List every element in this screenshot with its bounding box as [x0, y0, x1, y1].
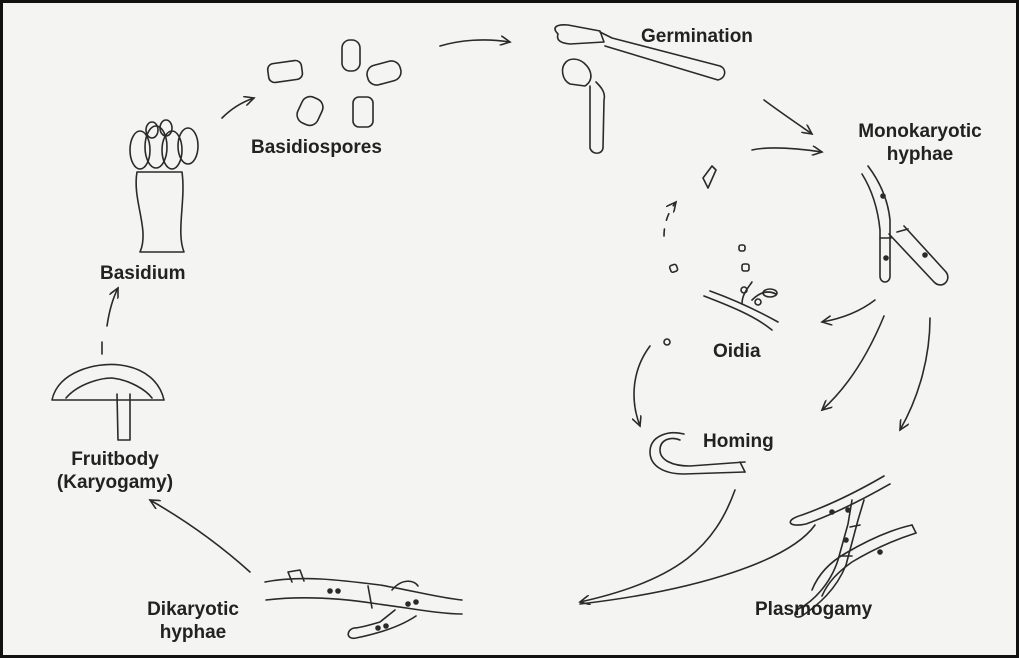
arrow-to-monokaryotic — [752, 148, 822, 152]
dikaryotic-hyphae-illustration — [265, 570, 462, 638]
cycle-arrows — [107, 40, 930, 604]
basidiospores-illustration — [267, 40, 403, 128]
label-dikaryotic-line2: hyphae — [118, 621, 268, 644]
label-fruitbody-line2: (Karyogamy) — [35, 471, 195, 494]
fruitbody-illustration — [52, 342, 164, 440]
label-basidiospores: Basidiospores — [251, 136, 382, 159]
arrow-monokaryotic-to-oidia — [822, 300, 875, 322]
label-oidia: Oidia — [713, 340, 761, 363]
arrow-basidium-to-spores — [222, 98, 254, 118]
label-germination: Germination — [641, 25, 753, 48]
oidia-illustration — [664, 166, 778, 345]
label-fruitbody-line1: Fruitbody — [35, 448, 195, 471]
label-monokaryotic-line2: hyphae — [825, 143, 1015, 166]
label-monokaryotic-line1: Monokaryotic — [825, 120, 1015, 143]
arrow-homing-to-dikaryotic — [580, 490, 735, 602]
label-dikaryotic-line1: Dikaryotic — [118, 598, 268, 621]
monokaryotic-hyphae-illustration — [862, 166, 948, 285]
arrow-monokaryotic-to-homing — [822, 316, 884, 410]
arrow-oidia-germinate — [664, 202, 676, 236]
plasmogamy-illustration — [790, 476, 916, 617]
arrow-oidia-to-homing — [634, 346, 650, 426]
label-monokaryotic-hyphae: Monokaryotic hyphae — [825, 120, 1015, 166]
arrow-germination-to-monokaryotic — [764, 100, 812, 134]
label-basidium: Basidium — [100, 262, 186, 285]
arrow-dikaryotic-to-fruitbody — [150, 500, 250, 572]
label-homing: Homing — [703, 430, 774, 453]
basidium-illustration — [130, 120, 198, 252]
label-plasmogamy: Plasmogamy — [755, 598, 872, 621]
arrow-fruitbody-to-basidium — [107, 288, 118, 326]
arrow-monokaryotic-to-plasmogamy — [900, 318, 930, 430]
label-dikaryotic-hyphae: Dikaryotic hyphae — [118, 598, 268, 644]
arrow-spores-to-germination — [440, 40, 510, 46]
label-fruitbody: Fruitbody (Karyogamy) — [35, 448, 195, 494]
